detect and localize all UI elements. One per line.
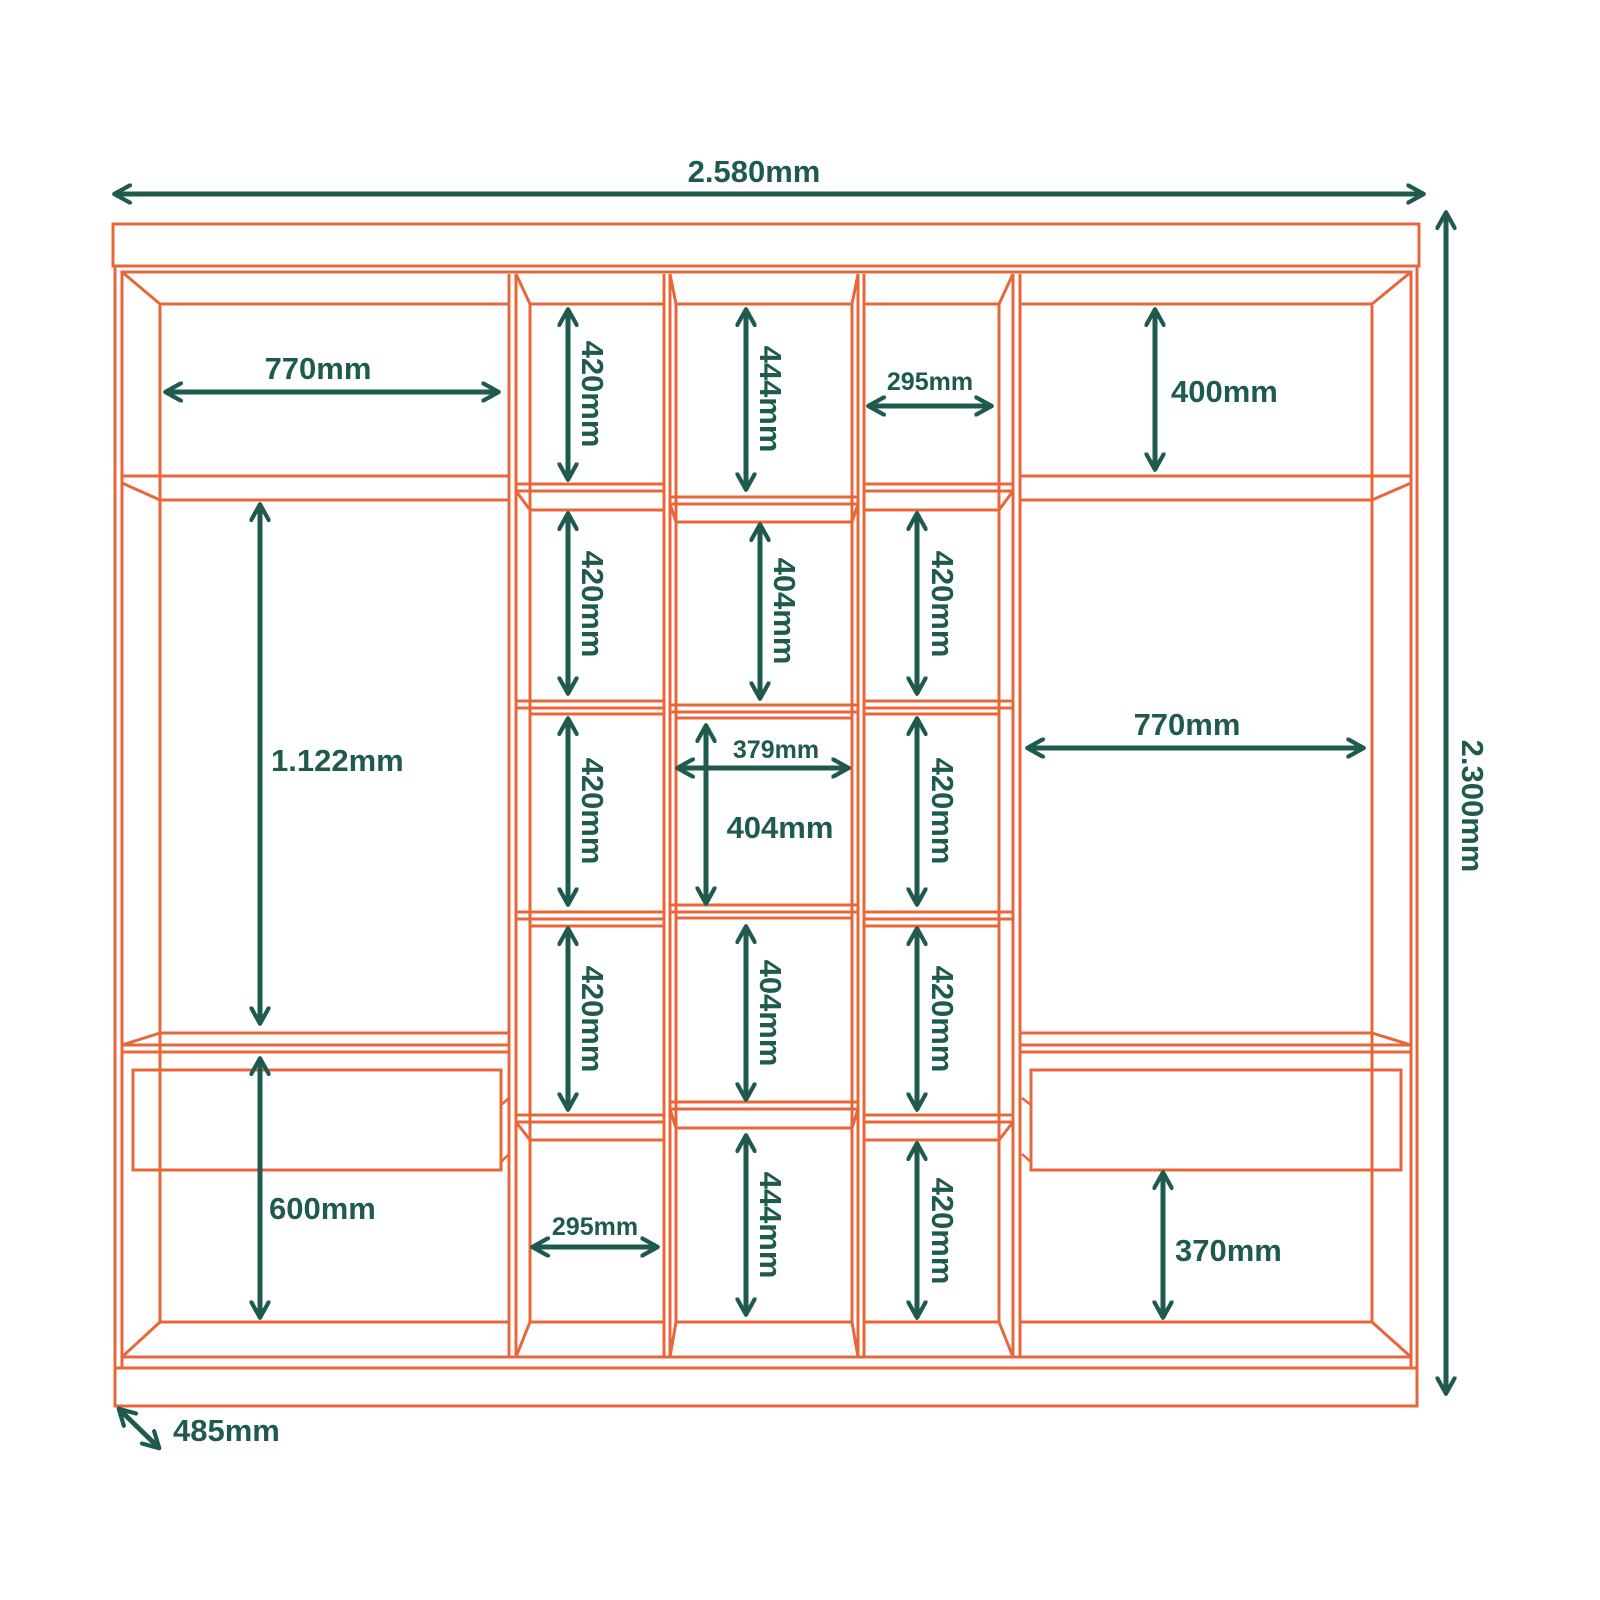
wardrobe-frame bbox=[111, 222, 1421, 1408]
left-drawer-height-label: 600mm bbox=[269, 1191, 376, 1226]
overall-width-label: 2.580mm bbox=[688, 154, 821, 189]
c3-bottom-label: 420mm bbox=[925, 1178, 960, 1285]
c2-mid-height-label: 404mm bbox=[727, 810, 834, 845]
depth-label: 485mm bbox=[173, 1413, 280, 1448]
right-section bbox=[1020, 270, 1413, 1359]
c1-r4-label: 420mm bbox=[575, 966, 610, 1073]
column-3 bbox=[862, 273, 1022, 1358]
overall-height-label: 2.300mm bbox=[1455, 740, 1490, 873]
right-top-height-label: 400mm bbox=[1171, 374, 1278, 409]
c2-r4-label: 404mm bbox=[753, 960, 788, 1067]
outer-carcass bbox=[113, 264, 1419, 1408]
left-section bbox=[120, 270, 518, 1359]
dimension-labels: 2.580mm 2.300mm 485mm 770mm 1.122mm 600m… bbox=[173, 154, 1490, 1448]
dimension-arrows bbox=[116, 194, 1446, 1447]
c3-r2-label: 420mm bbox=[925, 551, 960, 658]
c3-r4-label: 420mm bbox=[925, 966, 960, 1073]
right-drawer bbox=[1029, 1068, 1403, 1172]
column-2 bbox=[668, 273, 860, 1358]
left-hanging-height-label: 1.122mm bbox=[271, 743, 404, 778]
c2-top-label: 444mm bbox=[753, 346, 788, 453]
c2-mid-width-label: 379mm bbox=[733, 736, 819, 764]
c2-bottom-label: 444mm bbox=[753, 1172, 788, 1279]
left-drawer bbox=[131, 1068, 503, 1172]
right-bottom-height-label: 370mm bbox=[1175, 1233, 1282, 1268]
c1-bottom-width-label: 295mm bbox=[552, 1213, 638, 1241]
c3-top-width-label: 295mm bbox=[887, 368, 973, 396]
c1-r3-label: 420mm bbox=[575, 758, 610, 865]
top-cornice bbox=[111, 222, 1421, 268]
c1-r1-label: 420mm bbox=[575, 341, 610, 448]
c1-r2-label: 420mm bbox=[575, 551, 610, 658]
depth-arrow bbox=[120, 1410, 158, 1447]
c3-r3-label: 420mm bbox=[925, 758, 960, 865]
c2-r2-label: 404mm bbox=[767, 558, 802, 665]
right-hanging-width-label: 770mm bbox=[1134, 707, 1241, 742]
left-top-width-label: 770mm bbox=[265, 351, 372, 386]
column-1 bbox=[514, 273, 666, 1358]
